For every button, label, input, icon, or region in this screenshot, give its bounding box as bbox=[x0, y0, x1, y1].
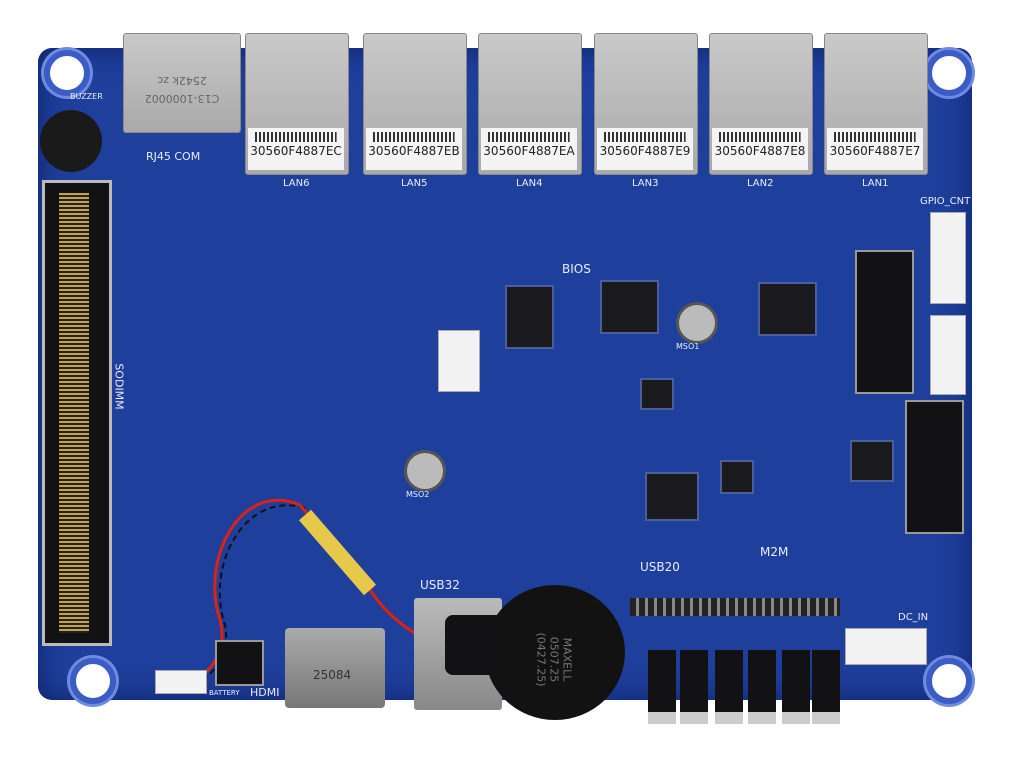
battery-connector[interactable] bbox=[155, 670, 207, 694]
battery-code: (0427.25) bbox=[534, 632, 548, 687]
sodimm-label: SODIMM bbox=[112, 363, 126, 410]
mounting-hole bbox=[926, 658, 972, 704]
buzzer-label: BUZZER bbox=[70, 92, 103, 101]
lan-label: LAN1 bbox=[862, 178, 889, 189]
led-connector bbox=[715, 650, 743, 724]
hdmi-label: HDMI bbox=[250, 686, 280, 699]
mounting-hole bbox=[44, 50, 90, 96]
lan-serial-label: 30560F4887E9 bbox=[597, 128, 693, 170]
com-marking: C13-1000002 bbox=[144, 92, 220, 105]
header-connector[interactable] bbox=[930, 315, 966, 395]
lan-serial-label: 30560F4887EB bbox=[366, 128, 462, 170]
led-connector bbox=[812, 650, 840, 724]
led-connector bbox=[748, 650, 776, 724]
hdmi-port[interactable]: 25084 bbox=[285, 628, 385, 708]
hdmi-marking: 25084 bbox=[313, 668, 352, 682]
lan-serial-label: 30560F4887E7 bbox=[827, 128, 923, 170]
mounting-hole bbox=[70, 658, 116, 704]
dc-in-connector[interactable] bbox=[845, 628, 927, 665]
m2m-label: M2M bbox=[760, 545, 789, 559]
rj45-com-port[interactable]: 2542k zc C13-1000002 bbox=[123, 33, 241, 133]
lan-label: LAN2 bbox=[747, 178, 774, 189]
bios-label: BIOS bbox=[562, 262, 591, 276]
chip bbox=[600, 280, 659, 334]
chip bbox=[640, 378, 674, 410]
standoff-screw bbox=[676, 302, 718, 344]
m2-slot[interactable] bbox=[855, 250, 914, 394]
rj45-com-label: RJ45 COM bbox=[146, 150, 201, 163]
coin-cell-battery: MAXELL 0507.25 (0427.25) bbox=[485, 585, 625, 720]
lan-serial-label: 30560F4887EA bbox=[481, 128, 577, 170]
lan-label: LAN4 bbox=[516, 178, 543, 189]
lan-label: LAN6 bbox=[283, 178, 310, 189]
buzzer bbox=[40, 110, 102, 172]
chip bbox=[645, 472, 699, 521]
led-connector bbox=[680, 650, 708, 724]
lan-label: LAN3 bbox=[632, 178, 659, 189]
pin-header bbox=[630, 598, 840, 616]
chip bbox=[850, 440, 894, 482]
mso1-label: MSO1 bbox=[676, 342, 700, 351]
led-connector bbox=[648, 650, 676, 724]
mso2-label: MSO2 bbox=[406, 490, 430, 499]
usb20-label: USB20 bbox=[640, 560, 680, 574]
battery-brand: MAXELL bbox=[560, 637, 574, 682]
com-marking: 2542k zc bbox=[157, 74, 207, 87]
mounting-hole bbox=[926, 50, 972, 96]
dc-in-label: DC_IN bbox=[898, 612, 929, 623]
chip bbox=[720, 460, 754, 494]
header-connector[interactable] bbox=[438, 330, 480, 392]
lan-serial-label: 30560F4887EC bbox=[248, 128, 344, 170]
led-connector bbox=[782, 650, 810, 724]
m2-slot[interactable] bbox=[905, 400, 964, 534]
switch[interactable] bbox=[215, 640, 264, 686]
gpio-label: GPIO_CNT bbox=[920, 196, 971, 207]
lan-serial-label: 30560F4887E8 bbox=[712, 128, 808, 170]
battery-label: BATTERY bbox=[209, 689, 240, 697]
gpio-header[interactable] bbox=[930, 212, 966, 304]
battery-wrap bbox=[445, 615, 505, 675]
battery-code: 0507.25 bbox=[547, 636, 561, 683]
chip bbox=[758, 282, 817, 336]
usb32-label: USB32 bbox=[420, 578, 460, 592]
lan-label: LAN5 bbox=[401, 178, 428, 189]
bios-chip bbox=[505, 285, 554, 349]
standoff-screw bbox=[404, 450, 446, 492]
sodimm-slot[interactable] bbox=[42, 180, 112, 646]
